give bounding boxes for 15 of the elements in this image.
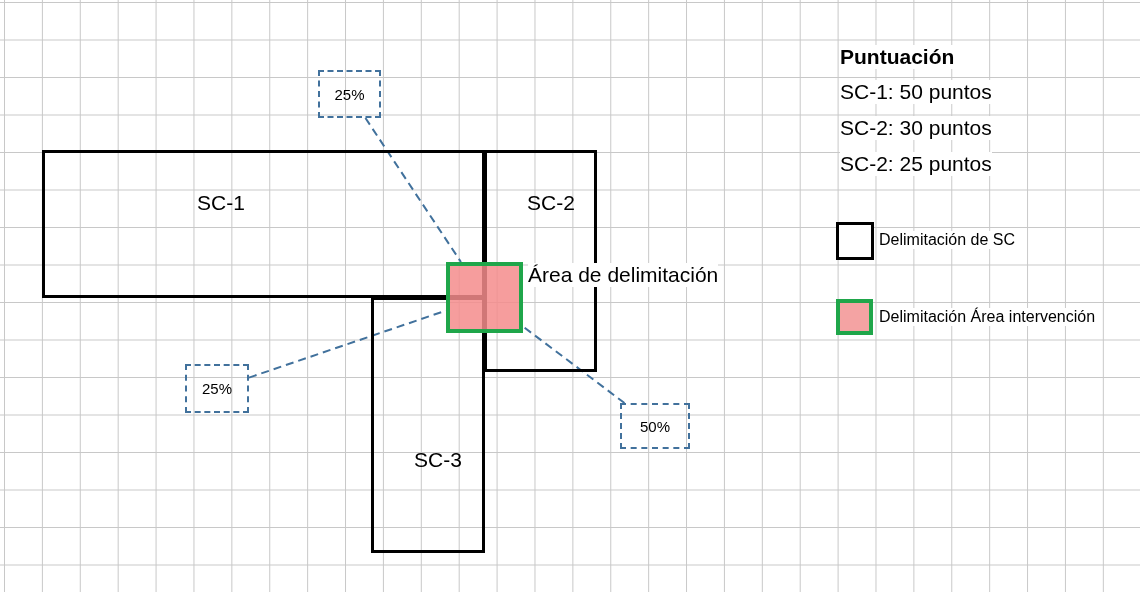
legend-heading: Puntuación bbox=[840, 45, 955, 69]
leader-line bbox=[364, 117, 462, 263]
percentage-callout: 25% bbox=[185, 364, 249, 413]
zone-label: SC-1 bbox=[197, 191, 245, 215]
percentage-callout: 25% bbox=[318, 70, 381, 118]
score-text: SC-2: 30 puntos bbox=[840, 116, 992, 140]
zone-label: SC-2 bbox=[527, 191, 575, 215]
zone-label: SC-3 bbox=[414, 448, 462, 472]
percentage-callout: 50% bbox=[620, 403, 690, 449]
area-label: Área de delimitación bbox=[528, 263, 719, 287]
legend-text: Delimitación Área intervención bbox=[879, 308, 1096, 326]
leader-line bbox=[522, 325, 626, 404]
score-text: SC-2: 25 puntos bbox=[840, 152, 992, 176]
score-text: SC-1: 50 puntos bbox=[840, 80, 992, 104]
legend-text: Delimitación de SC bbox=[879, 231, 1016, 249]
